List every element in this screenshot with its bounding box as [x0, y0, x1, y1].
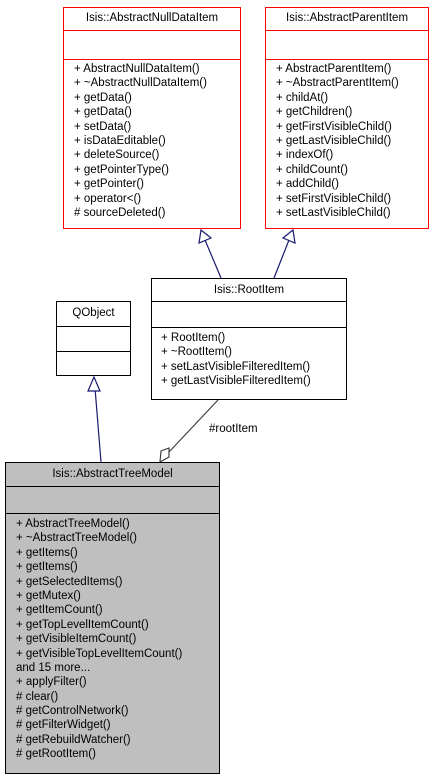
- member-item[interactable]: + setLastVisibleChild(): [276, 206, 391, 219]
- member-item[interactable]: + getData(): [74, 91, 132, 104]
- method-list: + AbstractParentItem() + ~AbstractParentI…: [276, 62, 426, 220]
- class-name: QObject: [72, 307, 115, 319]
- class-abstract-tree-model[interactable]: Isis::AbstractTreeModel + AbstractTreeMo…: [5, 462, 220, 774]
- method-list: + AbstractNullDataItem() + ~AbstractNullD…: [74, 62, 238, 220]
- class-name: Isis::AbstractNullDataItem: [85, 12, 219, 24]
- edge-treemodel-to-qobject: [94, 387, 102, 463]
- inheritance-arrowhead: [87, 375, 101, 392]
- member-item[interactable]: + childCount(): [276, 163, 348, 176]
- class-abstract-null-data-item[interactable]: Isis::AbstractNullDataItem + AbstractNul…: [63, 7, 241, 229]
- member-item[interactable]: + setLastVisibleFilteredItem(): [161, 360, 311, 373]
- attributes-section: [152, 301, 346, 302]
- member-item[interactable]: + isDataEditable(): [74, 134, 166, 147]
- member-item[interactable]: # sourceDeleted(): [74, 206, 166, 219]
- member-item[interactable]: # getRootItem(): [16, 748, 96, 761]
- member-item[interactable]: + applyFilter(): [16, 676, 87, 689]
- edge-rootitem-to-parentitem: [273, 239, 290, 279]
- member-item[interactable]: + ~RootItem(): [161, 346, 232, 359]
- member-item[interactable]: + ~AbstractTreeModel(): [16, 532, 138, 545]
- method-list: + RootItem() + ~RootItem()+ setLastVisibl…: [161, 331, 344, 389]
- member-item[interactable]: + getTopLevelItemCount(): [16, 618, 149, 631]
- member-item[interactable]: + AbstractTreeModel(): [16, 518, 130, 530]
- member-item[interactable]: + RootItem(): [161, 332, 226, 344]
- member-item[interactable]: + getLastVisibleChild(): [276, 134, 392, 147]
- inheritance-arrowhead: [281, 228, 296, 244]
- member-item[interactable]: + AbstractNullDataItem(): [74, 63, 200, 75]
- member-item[interactable]: + getItems(): [16, 546, 78, 559]
- class-root-item[interactable]: Isis::RootItem + RootItem()+ ~RootItem()…: [151, 278, 347, 400]
- member-item[interactable]: + addChild(): [276, 178, 339, 191]
- methods-section: [6, 513, 219, 514]
- member-item[interactable]: + setFirstVisibleChild(): [276, 192, 392, 205]
- class-name: Isis::RootItem: [213, 284, 285, 296]
- member-item[interactable]: + getChildren(): [276, 106, 353, 119]
- member-item[interactable]: + getSelectedItems(): [16, 575, 123, 588]
- member-item[interactable]: + getItems(): [16, 561, 78, 574]
- member-item[interactable]: + AbstractParentItem(): [276, 63, 392, 75]
- attributes-section: [266, 30, 428, 59]
- edge-label-root-item: #rootItem: [209, 423, 258, 435]
- methods-section: [266, 59, 428, 60]
- member-item[interactable]: + getPointerType(): [74, 163, 169, 176]
- member-item[interactable]: + getLastVisibleFilteredItem(): [161, 375, 311, 388]
- edge-treemodel-rootitem: [168, 399, 219, 453]
- member-item[interactable]: # getRebuildWatcher(): [16, 733, 131, 746]
- aggregation-diamond: [159, 447, 170, 464]
- edge-rootitem-to-nulldataitem: [204, 239, 222, 279]
- attributes-section: [64, 30, 240, 59]
- attributes-section: [6, 486, 219, 487]
- member-item[interactable]: + getMutex(): [16, 589, 81, 602]
- member-item[interactable]: + getPointer(): [74, 178, 144, 191]
- member-item[interactable]: + getVisibleTopLevelItemCount(): [16, 647, 183, 660]
- member-item[interactable]: + getItemCount(): [16, 604, 103, 617]
- member-item[interactable]: # getControlNetwork(): [16, 705, 129, 718]
- class-qobject[interactable]: QObject: [56, 301, 131, 376]
- attributes-section: [57, 326, 130, 327]
- class-name: Isis::AbstractTreeModel: [52, 468, 173, 480]
- methods-section: [152, 327, 346, 328]
- member-item[interactable]: # clear(): [16, 690, 59, 703]
- method-list: + AbstractTreeModel() + ~AbstractTreeMode…: [16, 517, 217, 762]
- member-item[interactable]: + indexOf(): [276, 149, 334, 162]
- member-item[interactable]: + getData(): [74, 106, 132, 119]
- class-name: Isis::AbstractParentItem: [285, 12, 409, 24]
- member-item[interactable]: + getVisibleItemCount(): [16, 633, 137, 646]
- member-item[interactable]: + ~AbstractParentItem(): [276, 77, 399, 90]
- methods-section: [57, 351, 130, 352]
- class-abstract-parent-item[interactable]: Isis::AbstractParentItem + AbstractParen…: [265, 7, 429, 229]
- inheritance-arrowhead: [198, 228, 213, 244]
- member-item[interactable]: + setData(): [74, 120, 132, 133]
- member-item[interactable]: + deleteSource(): [74, 149, 160, 162]
- member-item[interactable]: + operator<(): [74, 192, 142, 205]
- member-item[interactable]: + ~AbstractNullDataItem(): [74, 77, 207, 90]
- member-item[interactable]: # getFilterWidget(): [16, 719, 111, 732]
- member-item[interactable]: + childAt(): [276, 91, 329, 104]
- member-item[interactable]: and 15 more...: [16, 661, 91, 674]
- methods-section: [64, 59, 240, 60]
- member-item[interactable]: + getFirstVisibleChild(): [276, 120, 392, 133]
